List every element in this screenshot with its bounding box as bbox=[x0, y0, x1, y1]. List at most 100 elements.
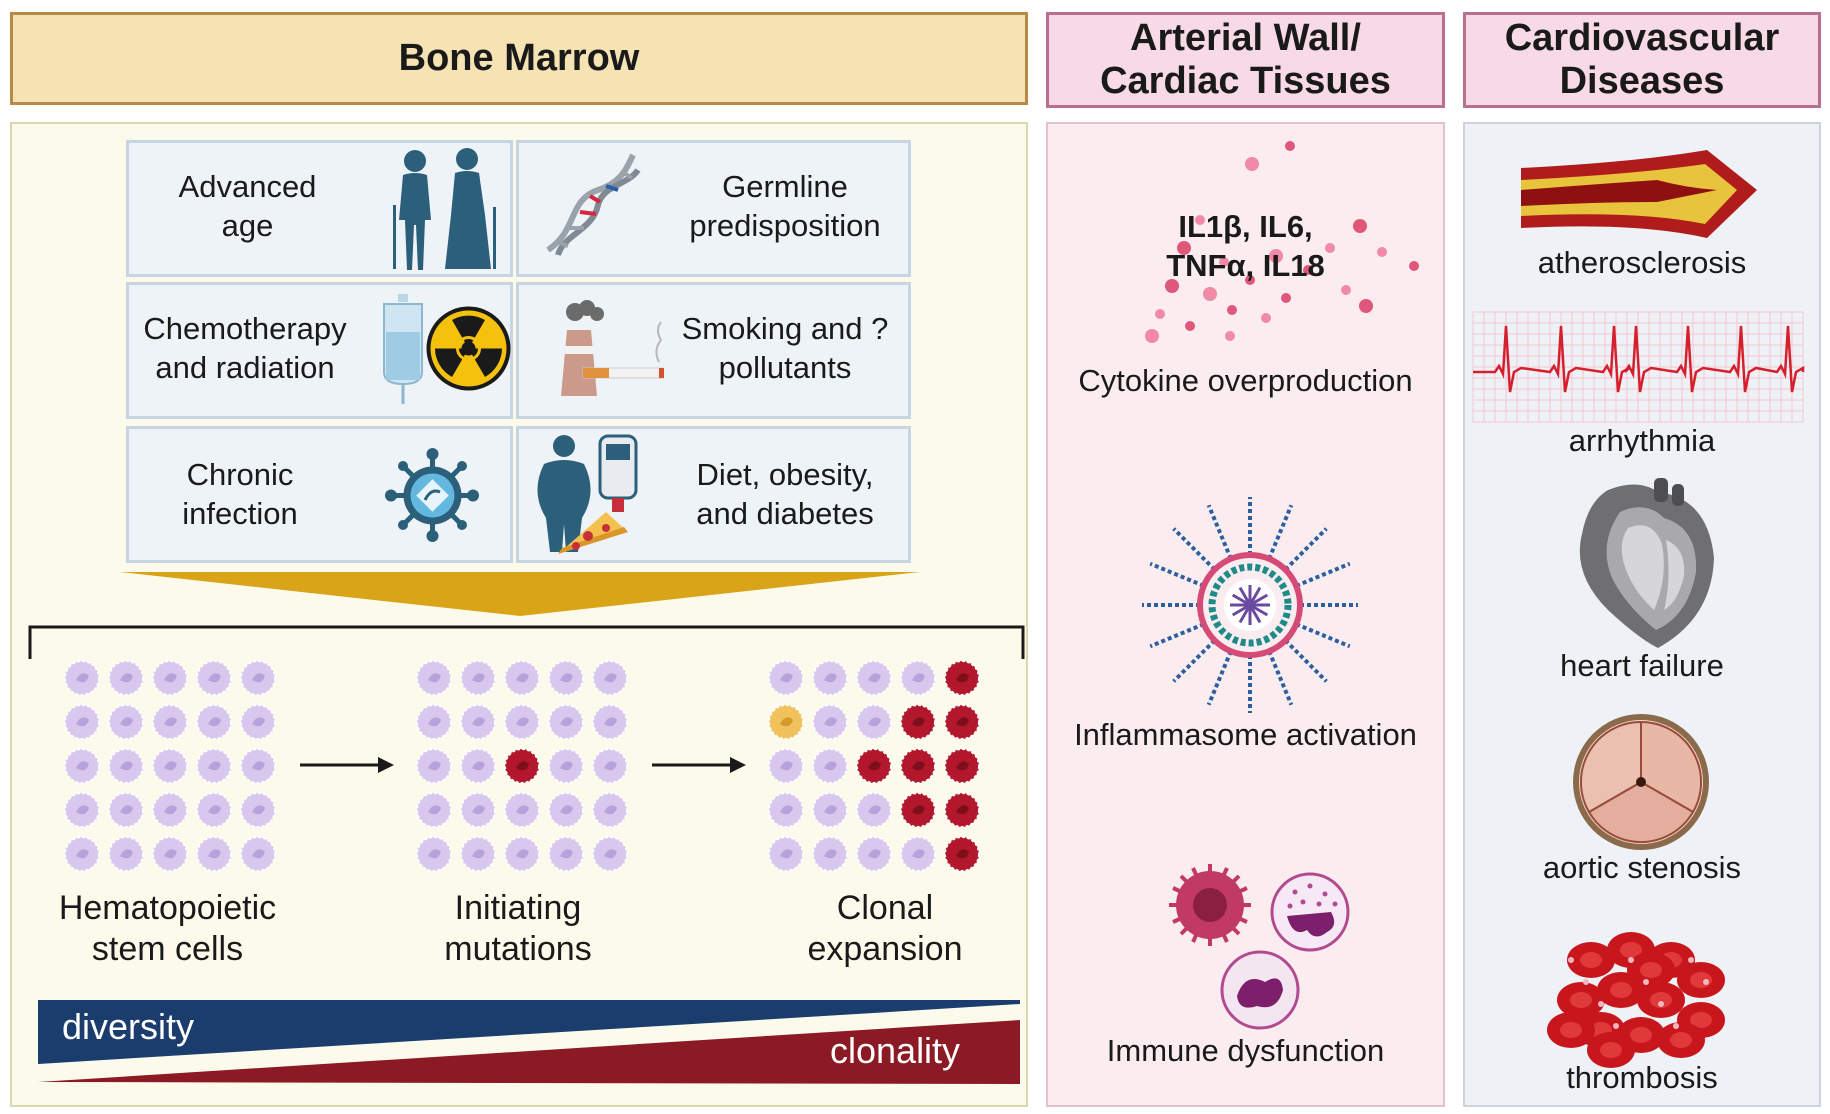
infection-label: Chronic infection bbox=[182, 457, 298, 531]
hsc-cell bbox=[812, 792, 848, 828]
cytokine-dot bbox=[1261, 313, 1271, 323]
bone-marrow-title: Bone Marrow bbox=[398, 37, 640, 80]
cytokine-dot bbox=[1227, 305, 1237, 315]
cytokine-list: IL1β, IL6, TNFα, IL18 bbox=[1046, 208, 1445, 286]
inflammasome-filament bbox=[1149, 561, 1205, 588]
immune-label: Immune dysfunction bbox=[1106, 1033, 1385, 1068]
inflammasome-filament bbox=[1172, 527, 1217, 572]
cytokine-dot bbox=[1245, 157, 1259, 171]
virus-icon bbox=[385, 448, 479, 542]
other-clone-cell bbox=[768, 704, 804, 740]
hsc-cell bbox=[416, 792, 452, 828]
hsc-cell bbox=[240, 748, 276, 784]
hsc-cell bbox=[64, 792, 100, 828]
diversity-bar bbox=[38, 1000, 1020, 1064]
advanced-age-label: Advanced age bbox=[178, 169, 317, 243]
cytokine-list-line1: IL1β, IL6, bbox=[1178, 209, 1313, 244]
hsc-cell bbox=[460, 836, 496, 872]
hsc-cell bbox=[460, 792, 496, 828]
aortic-valve-icon bbox=[1573, 714, 1709, 850]
hsc-cell bbox=[812, 660, 848, 696]
hsc-cell bbox=[152, 836, 188, 872]
inflammasome-filament bbox=[1283, 527, 1328, 572]
hsc-cell bbox=[240, 792, 276, 828]
hsc-cell bbox=[900, 660, 936, 696]
hsc-cell bbox=[768, 660, 804, 696]
hsc-cell bbox=[152, 660, 188, 696]
hsc-cell bbox=[856, 792, 892, 828]
iv-bag-icon bbox=[383, 294, 423, 404]
hsc-cell bbox=[416, 748, 452, 784]
ecg-trace bbox=[1473, 325, 1805, 393]
hsc-cell bbox=[240, 704, 276, 740]
hsc-cell bbox=[152, 748, 188, 784]
artery-plaque-icon bbox=[1521, 150, 1757, 238]
hsc-cell bbox=[504, 704, 540, 740]
hsc-cell bbox=[108, 836, 144, 872]
hsc-cell bbox=[460, 748, 496, 784]
hsc-cell bbox=[856, 704, 892, 740]
hsc-cell bbox=[548, 836, 584, 872]
mutant-cell bbox=[944, 704, 980, 740]
hsc-cell bbox=[592, 792, 628, 828]
hsc-cell bbox=[196, 836, 232, 872]
heart-icon bbox=[1579, 478, 1714, 648]
diversity-clonality-gradient bbox=[38, 1000, 1020, 1084]
cell-grids bbox=[64, 660, 980, 872]
hsc-cell bbox=[108, 660, 144, 696]
inflammasome-filament bbox=[1206, 504, 1233, 560]
hsc-cell bbox=[64, 660, 100, 696]
cytokine-dot bbox=[1195, 215, 1205, 225]
cytokine-dot bbox=[1353, 219, 1367, 233]
bone-marrow-header: Bone Marrow bbox=[10, 12, 1028, 105]
chemo-label: Chemotherapy and radiation bbox=[143, 311, 347, 385]
diversity-label: diversity bbox=[62, 1006, 195, 1047]
hsc-cell bbox=[196, 792, 232, 828]
hsc-cell bbox=[768, 792, 804, 828]
cytokine-dot bbox=[1203, 287, 1217, 301]
hsc-cell bbox=[768, 836, 804, 872]
hsc-label: Hematopoietic stem cells bbox=[58, 889, 277, 969]
clonal-label: Clonal expansion bbox=[807, 889, 963, 969]
mutant-cell bbox=[504, 748, 540, 784]
stage-bracket bbox=[28, 625, 1025, 659]
cytokine-dot bbox=[1185, 321, 1195, 331]
immune-cells-icon bbox=[1169, 864, 1350, 1030]
hsc-cell bbox=[504, 660, 540, 696]
inflammasome-filament bbox=[1295, 622, 1351, 649]
hsc-cell bbox=[856, 836, 892, 872]
arrow-stage-2 bbox=[652, 757, 746, 773]
hsc-cell bbox=[64, 836, 100, 872]
heart-failure-label: heart failure bbox=[1560, 648, 1724, 683]
cytokine-dot bbox=[1155, 309, 1165, 319]
cytokine-dot bbox=[1269, 249, 1283, 263]
hsc-cell bbox=[548, 748, 584, 784]
hsc-cell bbox=[152, 704, 188, 740]
mutant-cell bbox=[944, 792, 980, 828]
hsc-cell bbox=[460, 660, 496, 696]
aortic-stenosis-label: aortic stenosis bbox=[1542, 850, 1742, 885]
cytokine-dot bbox=[1281, 293, 1291, 303]
hsc-cell bbox=[196, 748, 232, 784]
hsc-cell bbox=[416, 836, 452, 872]
dna-icon bbox=[546, 153, 641, 257]
inflammasome-filament bbox=[1172, 638, 1217, 683]
hsc-cell bbox=[196, 704, 232, 740]
elderly-couple-icon bbox=[393, 148, 496, 270]
obesity-diet-icon bbox=[537, 434, 638, 554]
funnel-arrow bbox=[120, 572, 920, 616]
hsc-cell bbox=[900, 836, 936, 872]
arterial-wall-header: Arterial Wall/ Cardiac Tissues bbox=[1046, 12, 1445, 108]
cytokine-label: Cytokine overproduction bbox=[1078, 363, 1413, 398]
cardiovascular-header: Cardiovascular Diseases bbox=[1463, 12, 1821, 108]
hsc-cell bbox=[152, 792, 188, 828]
clonality-label: clonality bbox=[830, 1030, 961, 1071]
arrow-stage-1 bbox=[300, 757, 394, 773]
cytokine-dot bbox=[1303, 265, 1313, 275]
thrombosis-label: thrombosis bbox=[1566, 1060, 1718, 1095]
hsc-cell bbox=[108, 704, 144, 740]
thrombus-icon bbox=[1547, 932, 1725, 1068]
hsc-cell bbox=[240, 836, 276, 872]
factory-cigarette-icon bbox=[561, 300, 664, 396]
cytokine-dot bbox=[1377, 247, 1387, 257]
